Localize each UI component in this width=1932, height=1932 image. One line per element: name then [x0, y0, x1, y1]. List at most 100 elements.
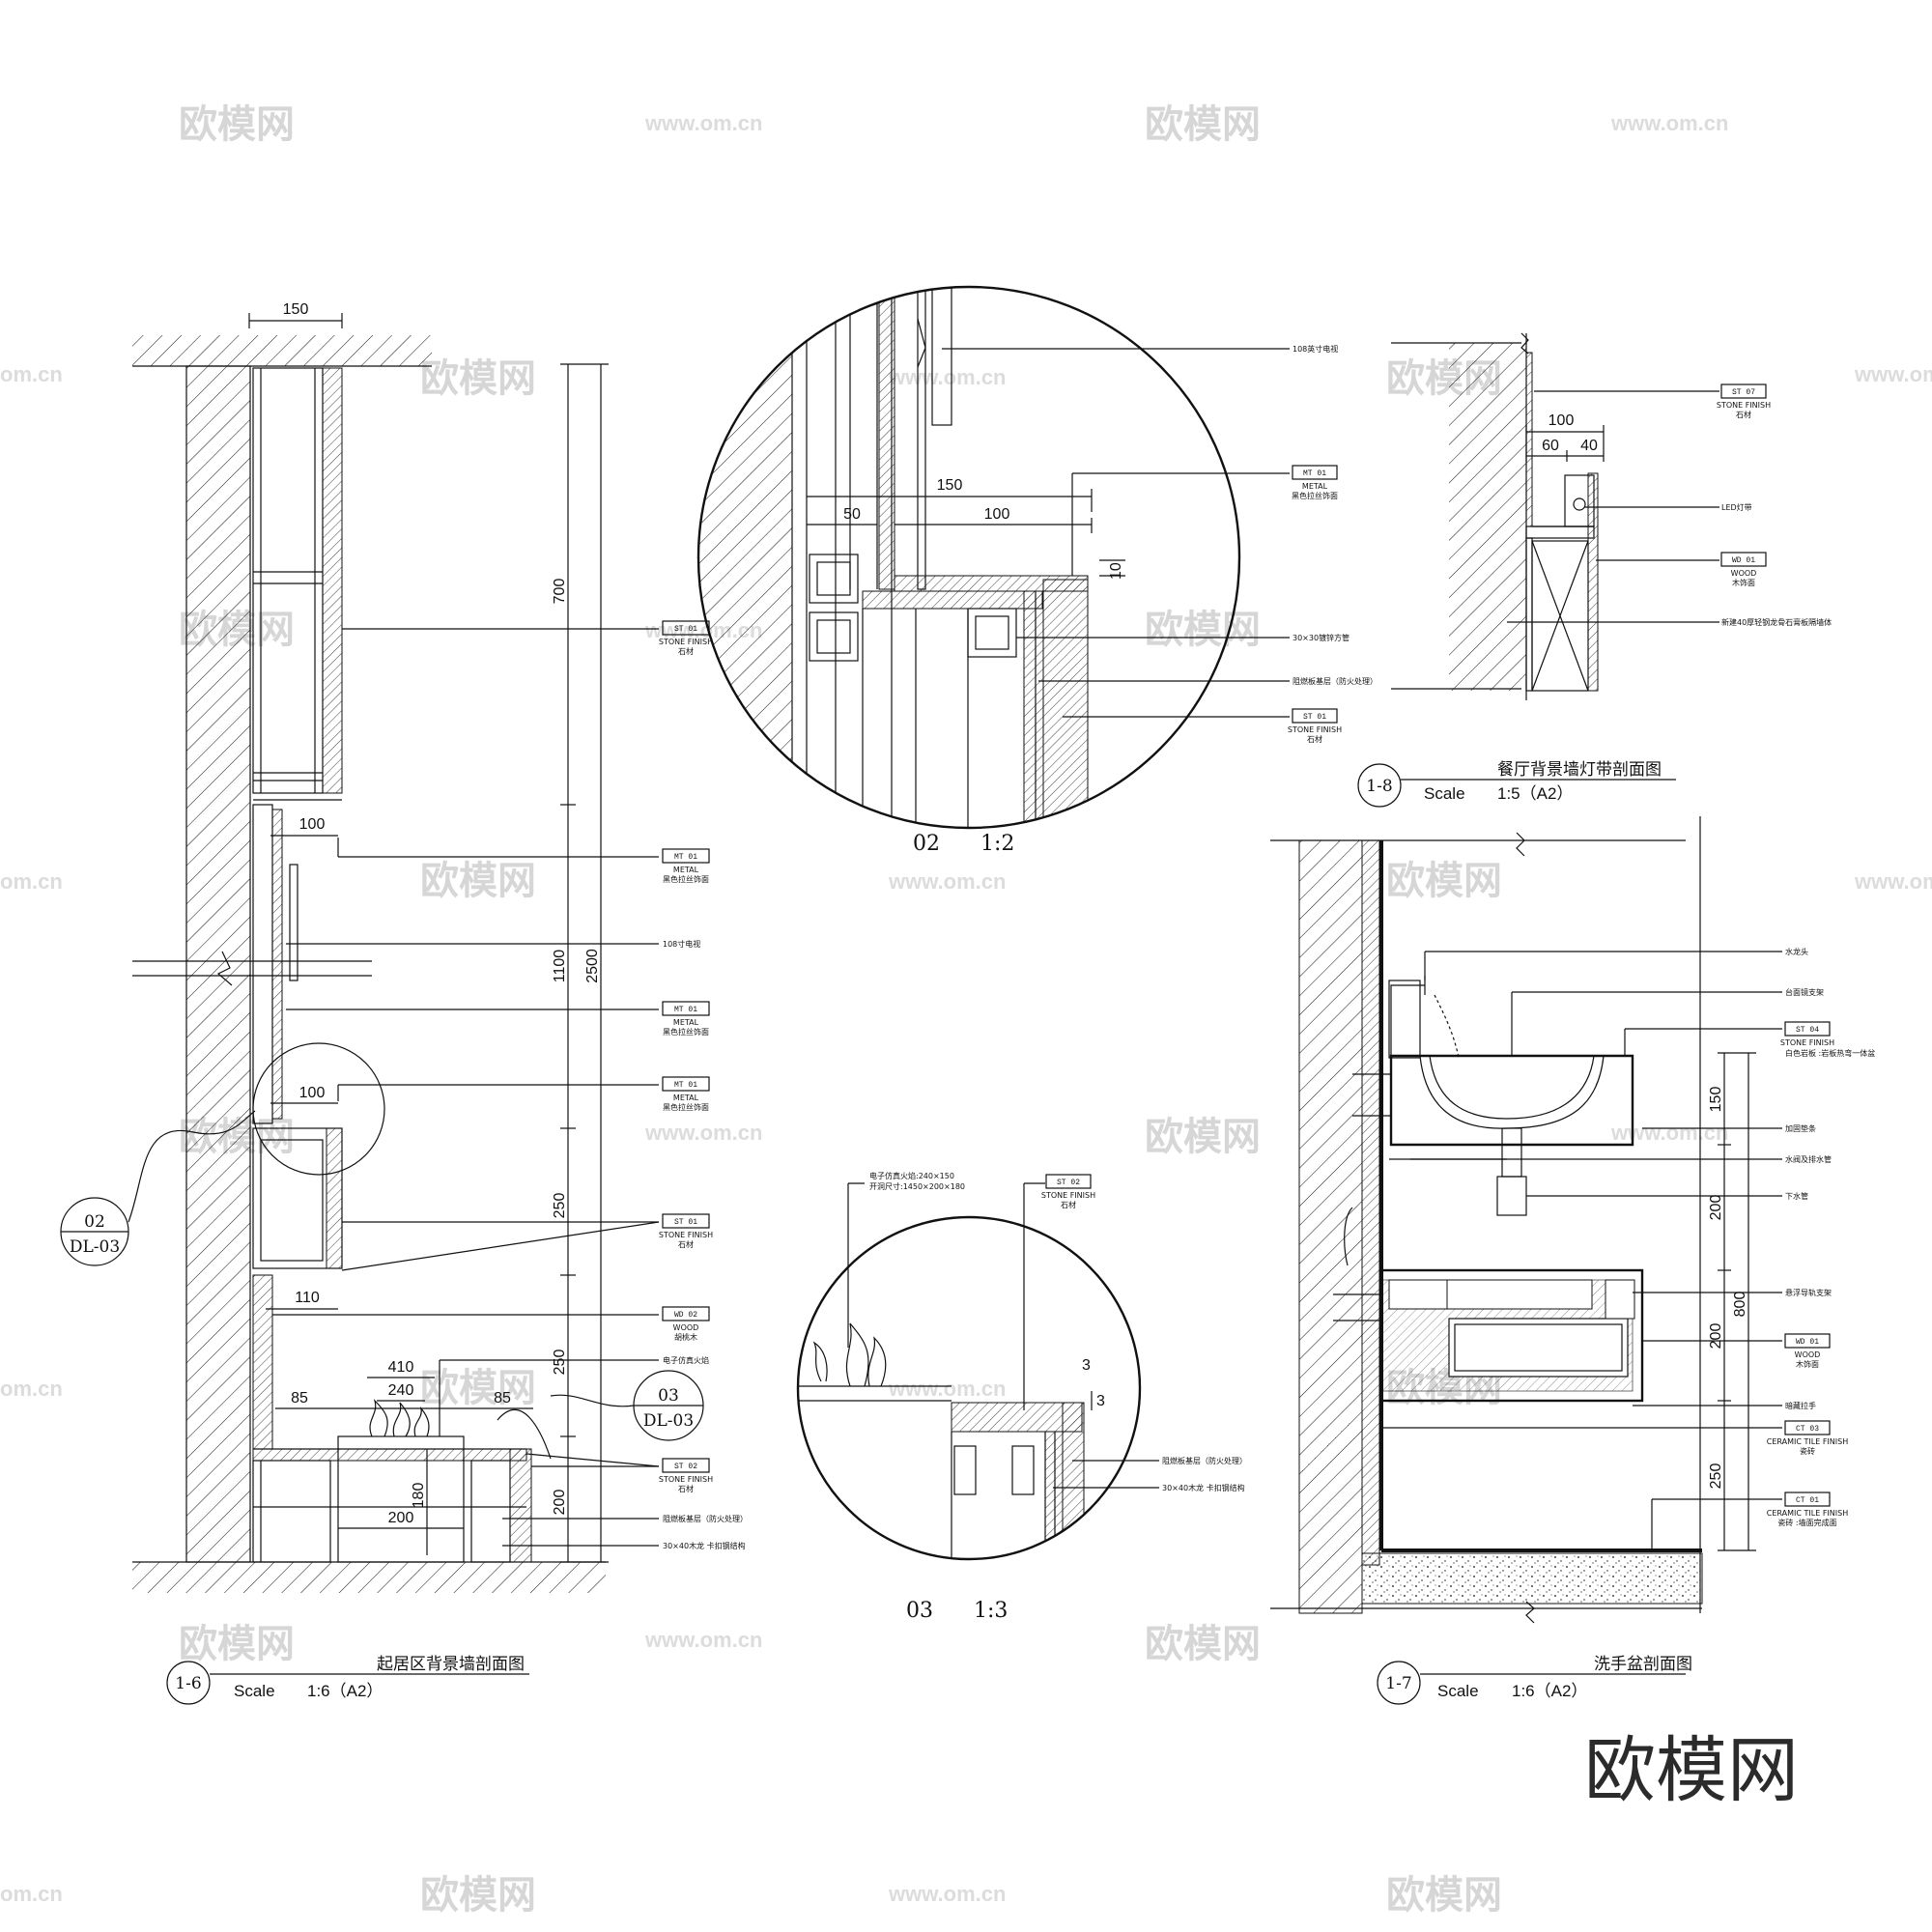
callout-steel-frame: 30×40木龙 卡扣钢结构: [663, 1541, 746, 1550]
watermark-url: www.om.cn: [1854, 869, 1932, 894]
svg-text:石材: 石材: [678, 646, 694, 656]
svg-text:MT 01: MT 01: [674, 1006, 697, 1014]
dim-700: 700: [552, 579, 568, 605]
callout-ceramic-tile: CT 03 CERAMIC TILE FINISH 瓷砖: [1767, 1420, 1848, 1456]
dim-60: 60: [1542, 438, 1559, 454]
section-bubble: [1377, 1661, 1421, 1705]
dim-3: 3: [1096, 1393, 1105, 1409]
callout-metal: MT 01 METAL 黑色拉丝饰面: [662, 848, 710, 884]
callout-stone-finish: ST 07 STONE FINISH 石材: [1717, 384, 1771, 419]
svg-text:CT 03: CT 03: [1796, 1425, 1819, 1434]
callout-wood: WD 01 WOOD 木饰面: [1720, 552, 1767, 587]
svg-text:石材: 石材: [1061, 1200, 1076, 1209]
watermark-url: www.om.cn: [644, 111, 762, 135]
svg-text:瓷砖: 瓷砖: [1800, 1446, 1815, 1456]
svg-text:水龙头: 水龙头: [1785, 947, 1808, 956]
svg-text:ST 01: ST 01: [674, 625, 697, 634]
section-1-6: 700 1100 2500 250 250 200 150 100 100 11…: [60, 301, 748, 1705]
callout-mirror-bracket: 台面镜支架: [1785, 987, 1824, 997]
watermark-brand: 欧模网: [420, 1873, 536, 1918]
watermark-url: www.om.cn: [1610, 1121, 1728, 1145]
svg-text:WOOD: WOOD: [1795, 1350, 1821, 1359]
watermark-brand: 欧模网: [1145, 102, 1261, 147]
callout-stone-finish: ST 04 STONE FINISH 白色岩板 :岩板热弯一体盆: [1780, 1021, 1875, 1058]
svg-text:石材: 石材: [678, 1484, 694, 1493]
callout-fireproof-board: 阻燃板基层（防火处理）: [1293, 676, 1378, 686]
svg-text:胡桃木: 胡桃木: [674, 1332, 697, 1342]
section-bubble-number: 1-7: [1385, 1674, 1411, 1693]
dim-250: 250: [552, 1350, 568, 1376]
callout-stone-finish: ST 01 STONE FINISH 石材: [1288, 708, 1342, 744]
dim-110: 110: [295, 1290, 320, 1306]
watermark-brand: 欧模网: [420, 356, 536, 401]
dim-200: 200: [1708, 1323, 1724, 1350]
basin-counter: [1389, 1054, 1634, 1147]
svg-text:悬浮导轨支架: 悬浮导轨支架: [1785, 1288, 1832, 1297]
scale-label: Scale: [1424, 784, 1465, 803]
svg-text:STONE FINISH: STONE FINISH: [659, 638, 713, 646]
basin-bowl: [1419, 1055, 1605, 1129]
svg-text:阻燃板基层（防火处理）: 阻燃板基层（防火处理）: [1162, 1456, 1247, 1465]
detail-ref-number: 02: [84, 1212, 105, 1232]
watermark-brand: 欧模网: [1145, 1622, 1261, 1666]
callout-tv: 108寸电视: [663, 939, 700, 949]
svg-text:ST 01: ST 01: [1303, 713, 1326, 722]
dim-150: 150: [937, 477, 963, 494]
watermark-url-edge: om.cn: [0, 362, 63, 386]
svg-text:阻燃板基层（防火处理）: 阻燃板基层（防火处理）: [663, 1514, 748, 1523]
fireplace-box: [337, 1435, 465, 1563]
svg-text:瓷砖 :墙面完成面: 瓷砖 :墙面完成面: [1777, 1518, 1836, 1527]
detail-02-label: 02: [913, 832, 940, 856]
callout-rail-bracket: 悬浮导轨支架: [1785, 1288, 1832, 1297]
detail-02: 150 100 50 10 108英寸电视 MT 01 METAL 黑色拉丝饰面…: [696, 285, 1378, 856]
scale-value: 1:5（A2）: [1497, 784, 1573, 803]
svg-text:30×40木龙 卡扣钢结构: 30×40木龙 卡扣钢结构: [663, 1541, 746, 1550]
watermark-url: www.om.cn: [644, 1121, 762, 1145]
section-1-8: 100 60 40 ST 07 STONE FINISH 石材 LED灯带 WD…: [1357, 332, 1832, 808]
dim-100: 100: [1548, 412, 1575, 429]
section-title: 起居区背景墙剖面图: [377, 1655, 525, 1674]
svg-text:WOOD: WOOD: [1731, 569, 1757, 578]
callout-led-strip: LED灯带: [1721, 502, 1752, 512]
watermark-url: www.om.cn: [888, 869, 1006, 894]
svg-text:电子仿真火焰: 电子仿真火焰: [663, 1355, 709, 1365]
scale-value: 1:6（A2）: [1512, 1682, 1587, 1700]
svg-text:METAL: METAL: [673, 1094, 699, 1102]
detail-ref-sheet: DL-03: [643, 1411, 694, 1431]
svg-text:ST 04: ST 04: [1796, 1026, 1819, 1035]
watermark-brand: 欧模网: [179, 102, 295, 147]
ceiling-slab: [132, 335, 432, 366]
section-title: 洗手盆剖面图: [1594, 1655, 1692, 1674]
callout-steel-frame: 30×40木龙 卡扣钢结构: [1162, 1483, 1245, 1492]
watermark-url: www.om.cn: [644, 1628, 762, 1652]
watermark-brand: 欧模网: [420, 859, 536, 903]
dim-100: 100: [299, 1085, 326, 1101]
dim-240: 240: [388, 1382, 414, 1399]
upper-stone-finish: [322, 367, 343, 794]
watermark-url-edge: om.cn: [0, 869, 63, 894]
svg-text:METAL: METAL: [673, 866, 699, 874]
callout-hidden-handle: 暗藏拉手: [1785, 1401, 1816, 1410]
dim-180: 180: [411, 1483, 427, 1509]
section-title: 餐厅背景墙灯带剖面图: [1497, 760, 1662, 780]
svg-text:METAL: METAL: [1302, 482, 1328, 491]
svg-text:白色岩板 :岩板热弯一体盆: 白色岩板 :岩板热弯一体盆: [1785, 1048, 1875, 1058]
watermark-brand: 欧模网: [420, 1366, 536, 1410]
svg-text:电子仿真火焰:240×150: 电子仿真火焰:240×150: [869, 1171, 954, 1180]
svg-text:CERAMIC TILE FINISH: CERAMIC TILE FINISH: [1767, 1437, 1848, 1446]
detail-ref-number: 03: [658, 1386, 679, 1406]
svg-text:阻燃板基层（防火处理）: 阻燃板基层（防火处理）: [1293, 676, 1378, 686]
svg-text:黑色拉丝饰面: 黑色拉丝饰面: [1292, 491, 1338, 500]
svg-text:WOOD: WOOD: [673, 1323, 699, 1332]
svg-text:水阀及排水管: 水阀及排水管: [1785, 1154, 1832, 1164]
dim-250: 250: [1708, 1463, 1724, 1490]
svg-text:石材: 石材: [678, 1239, 694, 1249]
svg-text:30×40木龙 卡扣钢结构: 30×40木龙 卡扣钢结构: [1162, 1483, 1245, 1492]
svg-text:开洞尺寸:1450×200×180: 开洞尺寸:1450×200×180: [869, 1181, 965, 1191]
callout-valve: 水阀及排水管: [1785, 1154, 1832, 1164]
dim-100: 100: [984, 506, 1010, 523]
callout-ceramic-tile: CT 01 CERAMIC TILE FINISH 瓷砖 :墙面完成面: [1767, 1492, 1848, 1527]
floor-slab: [132, 1562, 606, 1593]
svg-text:木饰面: 木饰面: [1732, 578, 1755, 587]
svg-text:STONE FINISH: STONE FINISH: [659, 1231, 713, 1239]
